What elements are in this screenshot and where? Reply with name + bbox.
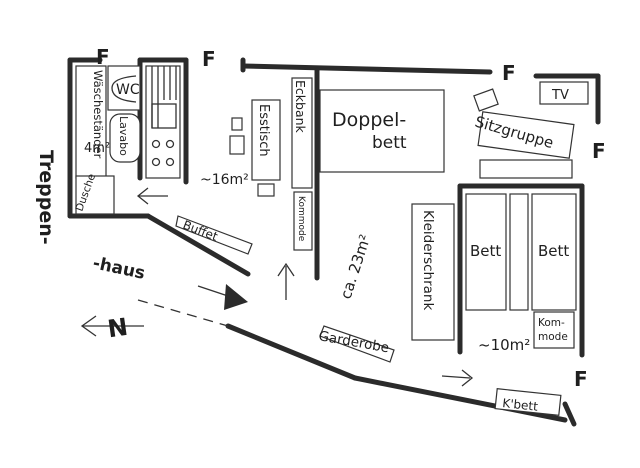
kommode-cabinet <box>293 191 313 251</box>
kbett-bed <box>494 388 562 416</box>
arrow-right-head <box>461 369 474 387</box>
stove-burner-4 <box>165 157 175 167</box>
tv-label: TV <box>551 88 569 103</box>
master-area: ca. 23m² <box>337 232 375 301</box>
kitchen <box>145 65 181 179</box>
chair-3 <box>257 183 275 197</box>
kbett-label: K'bett <box>502 396 539 414</box>
eckbank-bench <box>291 77 313 189</box>
entrance-arrow-head <box>224 284 248 310</box>
north-arrow-icon: N <box>80 313 144 344</box>
esstisch-label: Esstisch <box>256 104 271 157</box>
wall-diagonal-upper <box>145 213 251 277</box>
arrow-right-icon <box>441 369 474 387</box>
lavabo-label: Lavabo <box>117 116 130 156</box>
kleiderschrank-closet <box>411 203 455 341</box>
kitchen-counter <box>145 65 181 179</box>
window-marker-5: F <box>574 367 588 391</box>
arrow-left-head <box>136 187 149 205</box>
bett-2-bed <box>531 193 577 311</box>
master-bedroom: Doppel- bett Sitzgruppe TV Kleiderschran… <box>319 81 589 341</box>
wall-corridor-end <box>562 401 577 427</box>
window-marker-2: F <box>202 47 216 71</box>
bett-2-label: Bett <box>538 242 569 260</box>
window-markers: F F F F F <box>96 45 606 391</box>
kids-kommode-label-2: mode <box>538 331 568 343</box>
bett-divider <box>509 193 529 311</box>
wc-bowl <box>111 75 137 103</box>
walls <box>67 57 601 427</box>
doppelbett-label-2: bett <box>372 133 407 153</box>
window-marker-3: F <box>502 61 516 85</box>
waschestander-label: Wäscheständer <box>91 70 105 159</box>
entrance-arrow-icon <box>197 284 248 310</box>
arrow-left-icon <box>136 187 168 205</box>
garderobe-label: Garderobe <box>317 328 390 356</box>
tv-stand <box>539 81 589 105</box>
waschestander-rack <box>75 65 107 179</box>
bathroom-area: 4m² <box>84 141 110 156</box>
garderobe-rack <box>319 325 395 363</box>
kitchen-sink <box>151 103 177 129</box>
entrance-dashed-line <box>137 299 229 327</box>
stove-burner-2 <box>165 139 175 149</box>
kids-kommode-label-1: Kom- <box>538 317 565 329</box>
staircase-label-2: -haus <box>91 253 147 284</box>
wc-unit <box>107 65 141 111</box>
chair-1 <box>229 135 245 155</box>
wall-corridor-a <box>225 323 358 381</box>
bathroom: Wäscheständer WC Lavabo 4m² Dusche <box>74 65 141 215</box>
bett-1-bed <box>465 193 507 311</box>
stove-burner-3 <box>151 157 161 167</box>
wc-label: WC <box>116 82 140 98</box>
sitzgruppe-table <box>477 111 575 159</box>
wall-top <box>240 63 493 75</box>
doppelbett-bed <box>319 89 445 173</box>
dusche-tray <box>75 175 115 215</box>
esstisch-table <box>251 99 281 181</box>
armchair <box>473 88 499 112</box>
north-marker-label: N <box>106 313 130 344</box>
kids-room: Bett Bett Kom- mode ~10m² <box>465 193 577 354</box>
lavabo-basin <box>109 113 141 163</box>
staircase-label-1: Treppen- <box>35 150 57 245</box>
arrow-up-icon <box>277 262 295 300</box>
arrow-right-shaft <box>441 375 471 379</box>
living-area: ~16m² <box>200 172 249 188</box>
chair-2 <box>231 117 243 131</box>
kids-kommode <box>533 311 575 349</box>
bett-1-label: Bett <box>470 242 501 260</box>
stove-burner-1 <box>151 139 161 149</box>
window-marker-4: F <box>592 139 606 163</box>
buffet-cabinet <box>175 215 253 255</box>
arrow-up-head <box>277 262 295 277</box>
kommode-label: Kommode <box>296 196 306 242</box>
sitzgruppe-sofa <box>479 159 573 179</box>
window-marker-1: F <box>96 45 110 69</box>
eckbank-label: Eckbank <box>293 80 308 134</box>
north-arrow-head <box>80 315 97 337</box>
wall-corridor-b <box>352 375 568 423</box>
kleiderschrank-label: Kleiderschrank <box>420 210 436 310</box>
kids-area: ~10m² <box>478 336 530 354</box>
living-room: Esstisch Eckbank Kommode ~16m² Buffet <box>175 77 313 255</box>
doppelbett-label-1: Doppel- <box>332 109 406 131</box>
